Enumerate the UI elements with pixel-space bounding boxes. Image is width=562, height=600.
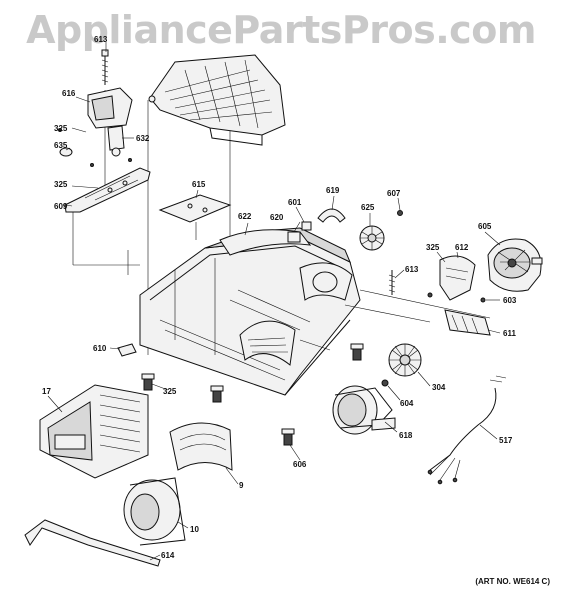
nut-607-part (397, 210, 403, 216)
callout-619: 619 (326, 186, 340, 195)
strip-614-part (24, 519, 161, 567)
top-cover-part (148, 54, 286, 146)
harness-517-part (427, 375, 507, 485)
callout-616: 616 (62, 89, 76, 98)
clip-619-part (317, 208, 346, 223)
duct-9-part (169, 422, 233, 471)
callout-603: 603 (503, 296, 517, 305)
parts-drawing (24, 49, 543, 567)
callout-606: 606 (293, 460, 307, 469)
heater-17-part (39, 384, 149, 479)
callout-17: 17 (42, 387, 51, 396)
bracket-612-part (439, 255, 476, 301)
blower-housing-618-part (332, 385, 396, 435)
cap-635-part (59, 147, 73, 157)
screw-613-part (101, 49, 109, 85)
leveling-feet-part (141, 343, 364, 446)
bracket-616-part (87, 87, 133, 157)
callout-604: 604 (400, 399, 414, 408)
clip-610-part (117, 343, 137, 357)
callout-325: 325 (163, 387, 177, 396)
callout-607: 607 (387, 189, 401, 198)
callout-625: 625 (361, 203, 375, 212)
callout-325: 325 (54, 180, 68, 189)
callout-517: 517 (499, 436, 513, 445)
motor-605-part (487, 238, 543, 292)
callout-632: 632 (136, 134, 150, 143)
shaft-613-part (388, 270, 396, 295)
callout-304: 304 (432, 383, 446, 392)
callout-leaders (47, 42, 501, 561)
plate-615-part (158, 194, 232, 240)
callout-610: 610 (93, 344, 107, 353)
callout-611: 611 (503, 329, 516, 338)
callout-325: 325 (426, 243, 440, 252)
watermark-logo: AppliancePartsPros.com (26, 8, 536, 52)
callout-622: 622 (238, 212, 252, 221)
callout-601: 601 (288, 198, 302, 207)
mount-611-part (444, 309, 491, 336)
callout-labels: 613 616 325 632 635 325 609 615 622 601 … (42, 35, 517, 560)
callout-614: 614 (161, 551, 175, 560)
washer-604-part (381, 379, 389, 387)
drum-ring-10-part (123, 477, 186, 546)
callout-613: 613 (94, 35, 108, 44)
base-chassis-part (139, 227, 361, 396)
bracket-609-part (64, 167, 151, 213)
callout-618: 618 (399, 431, 413, 440)
callout-635: 635 (54, 141, 68, 150)
callout-609: 609 (54, 202, 68, 211)
blower-wheel-304-part (388, 343, 422, 377)
callout-613: 613 (405, 265, 419, 274)
clip-620-part (287, 231, 301, 243)
callout-612: 612 (455, 243, 469, 252)
impeller-625-part (359, 225, 385, 251)
art-number: (ART NO. WE614 C) (475, 577, 550, 586)
callout-620: 620 (270, 213, 284, 222)
callout-325: 325 (54, 124, 68, 133)
screw-603-part (480, 297, 486, 303)
clip-601-part (301, 221, 312, 231)
callout-10: 10 (190, 525, 199, 534)
callout-605: 605 (478, 222, 492, 231)
callout-9: 9 (239, 481, 244, 490)
callout-615: 615 (192, 180, 206, 189)
